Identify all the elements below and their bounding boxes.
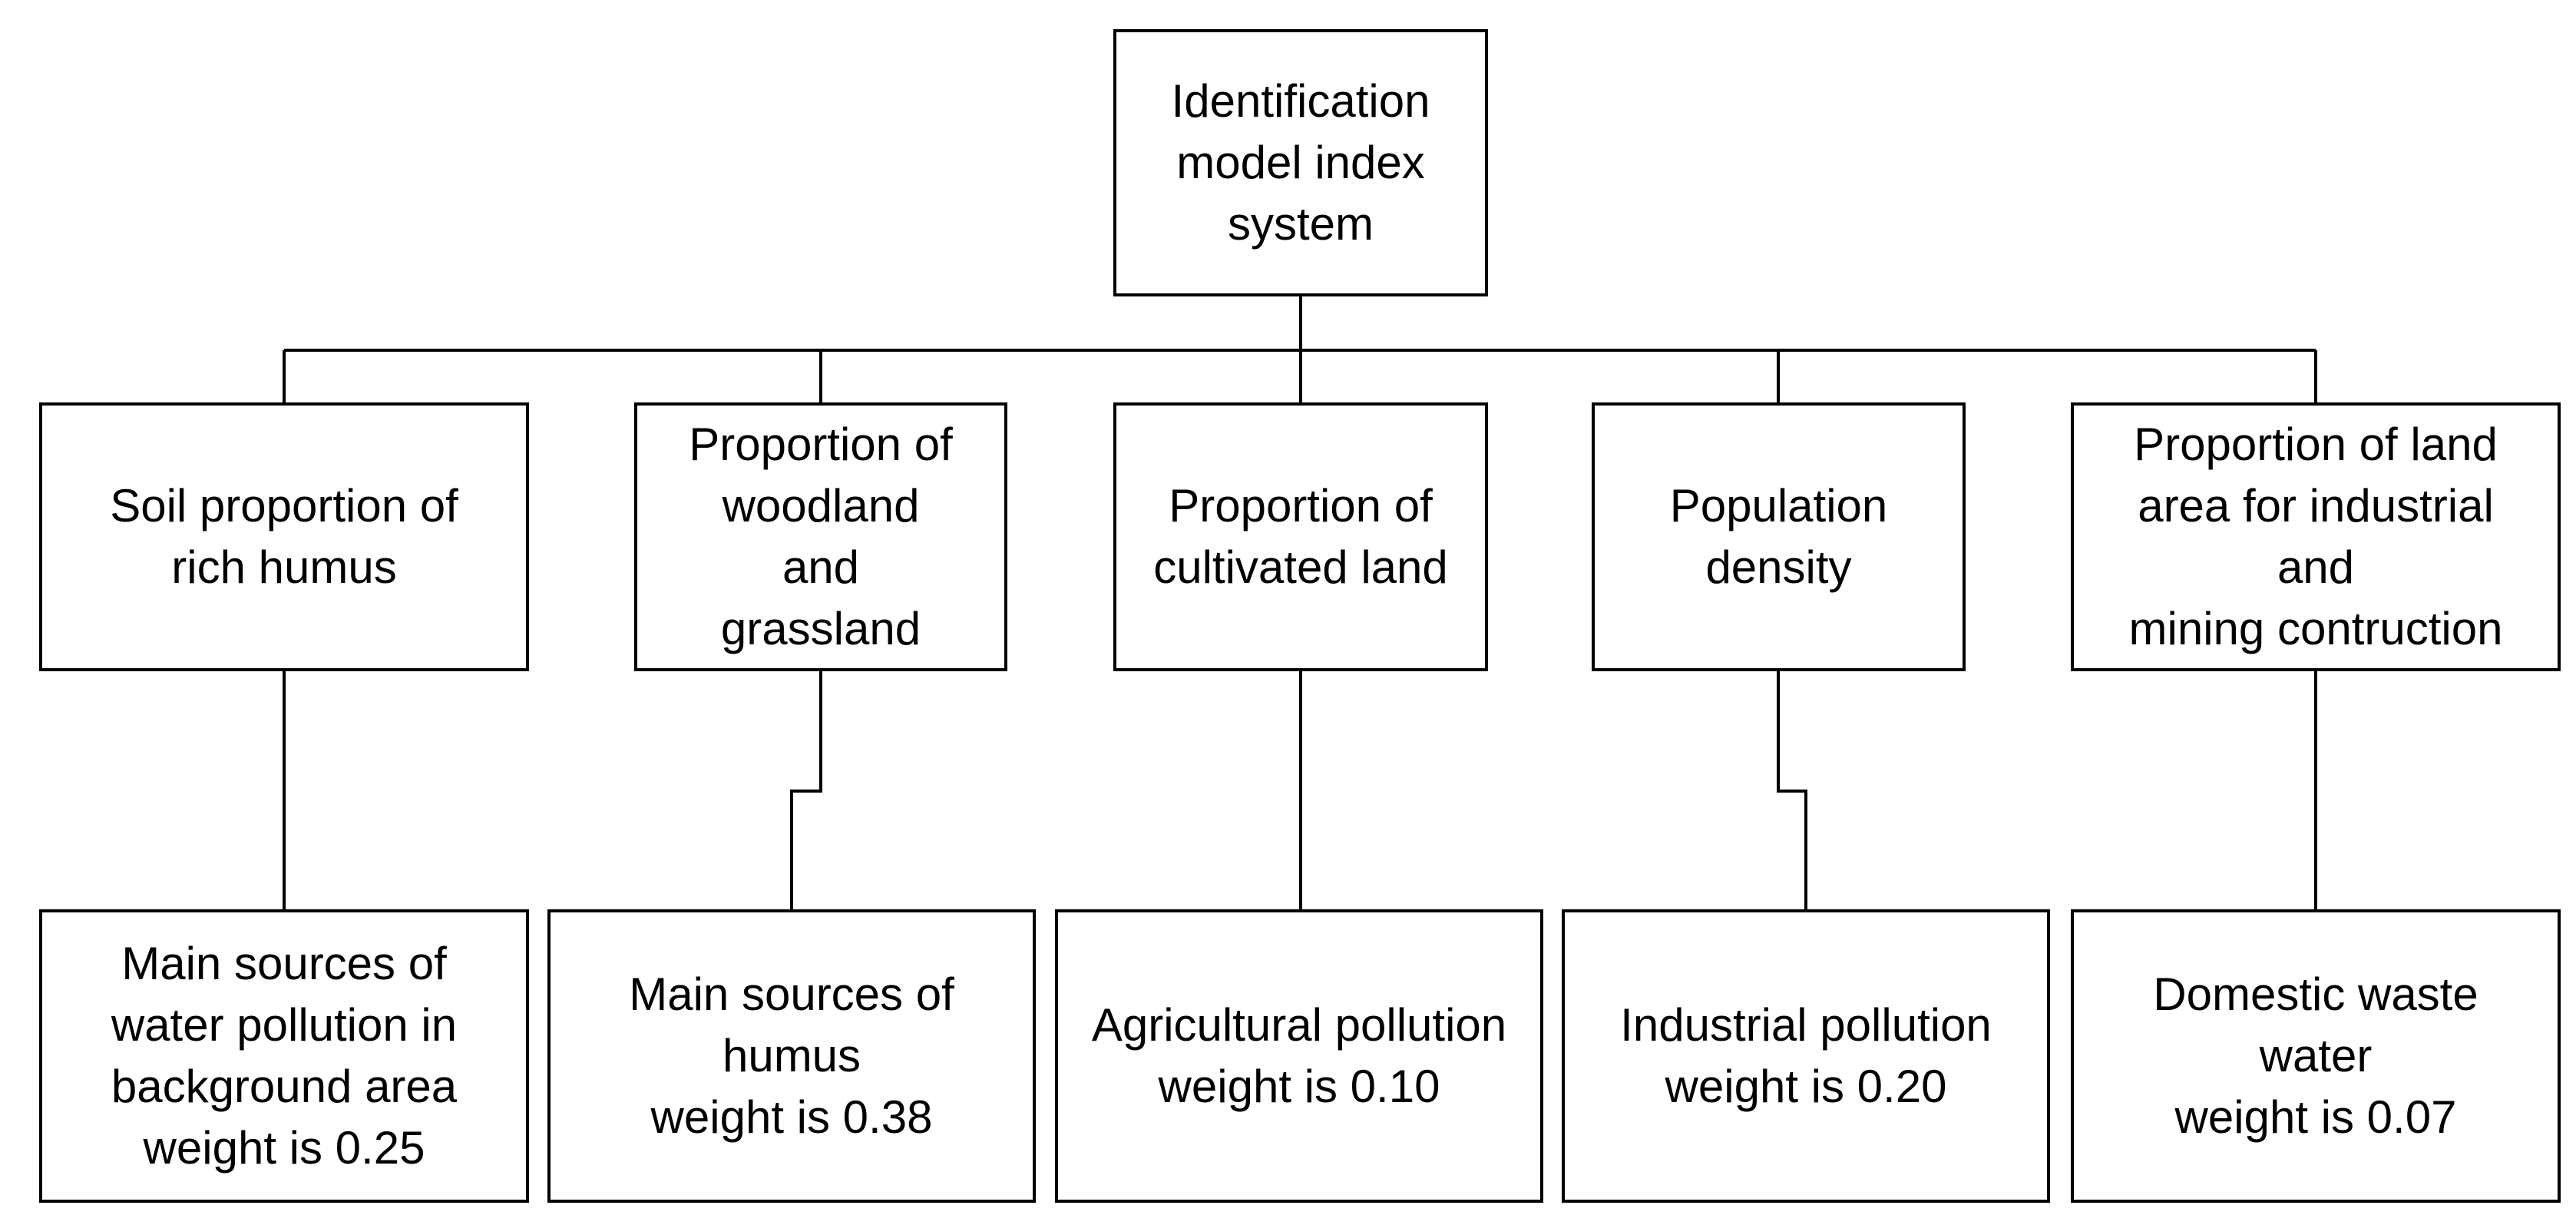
weight-label: weight is 0.07 bbox=[2174, 1091, 2457, 1143]
node-text-line: Domestic waste bbox=[2153, 968, 2478, 1020]
node-text-line: Proportion of land bbox=[2134, 419, 2498, 470]
node-text-line: rich humus bbox=[171, 541, 397, 593]
root-line-2: model index bbox=[1176, 137, 1425, 188]
node-text-line: water bbox=[2259, 1030, 2373, 1081]
node-text-line: Population bbox=[1669, 480, 1888, 531]
source-node-agricultural: Agricultural pollution weight is 0.10 bbox=[1055, 909, 1543, 1203]
node-text-line: Proportion of bbox=[1169, 480, 1433, 531]
node-text-line: and bbox=[782, 541, 860, 593]
connector-l1-3-to-l2-3 bbox=[1777, 671, 1807, 909]
source-node-background-area: Main sources of water pollution in backg… bbox=[39, 909, 529, 1203]
criterion-node-soil-humus: Soil proportion of rich humus bbox=[39, 402, 529, 671]
connector-l1-1-to-l2-1 bbox=[790, 671, 822, 909]
criterion-node-woodland-grassland: Proportion of woodland and grassland bbox=[634, 402, 1007, 671]
node-text-line: Soil proportion of bbox=[110, 480, 458, 531]
weight-label: weight is 0.25 bbox=[143, 1122, 425, 1174]
node-text-line: Industrial pollution bbox=[1620, 999, 1992, 1051]
root-line-3: system bbox=[1227, 198, 1374, 250]
root-line-1: Identification bbox=[1171, 75, 1430, 127]
criterion-node-industrial-mining: Proportion of land area for industrial a… bbox=[2071, 402, 2561, 671]
node-text-line: Main sources of bbox=[629, 968, 954, 1020]
node-text-line: cultivated land bbox=[1153, 541, 1448, 593]
node-text-line: Proportion of bbox=[689, 419, 953, 470]
node-text-line: Main sources of bbox=[121, 938, 447, 989]
root-node: Identification model index system bbox=[1113, 29, 1488, 296]
node-text-line: and bbox=[2277, 541, 2355, 593]
node-text-line: water pollution in bbox=[111, 999, 458, 1051]
node-text-line: background area bbox=[111, 1061, 458, 1112]
node-text-line: Agricultural pollution bbox=[1091, 999, 1507, 1051]
node-text-line: grassland bbox=[720, 603, 921, 654]
node-text-line: area for industrial bbox=[2138, 480, 2494, 531]
source-node-industrial: Industrial pollution weight is 0.20 bbox=[1562, 909, 2050, 1203]
source-node-humus: Main sources of humus weight is 0.38 bbox=[547, 909, 1036, 1203]
weight-label: weight is 0.20 bbox=[1665, 1061, 1947, 1112]
node-text-line: woodland bbox=[722, 480, 920, 531]
node-text-line: density bbox=[1705, 541, 1852, 593]
criterion-node-population-density: Population density bbox=[1592, 402, 1966, 671]
node-text-line: humus bbox=[722, 1030, 861, 1081]
node-text-line: mining contruction bbox=[2128, 603, 2503, 654]
criterion-node-cultivated-land: Proportion of cultivated land bbox=[1113, 402, 1488, 671]
weight-label: weight is 0.10 bbox=[1158, 1061, 1440, 1112]
source-node-domestic-waste: Domestic waste water weight is 0.07 bbox=[2071, 909, 2561, 1203]
weight-label: weight is 0.38 bbox=[650, 1091, 933, 1143]
